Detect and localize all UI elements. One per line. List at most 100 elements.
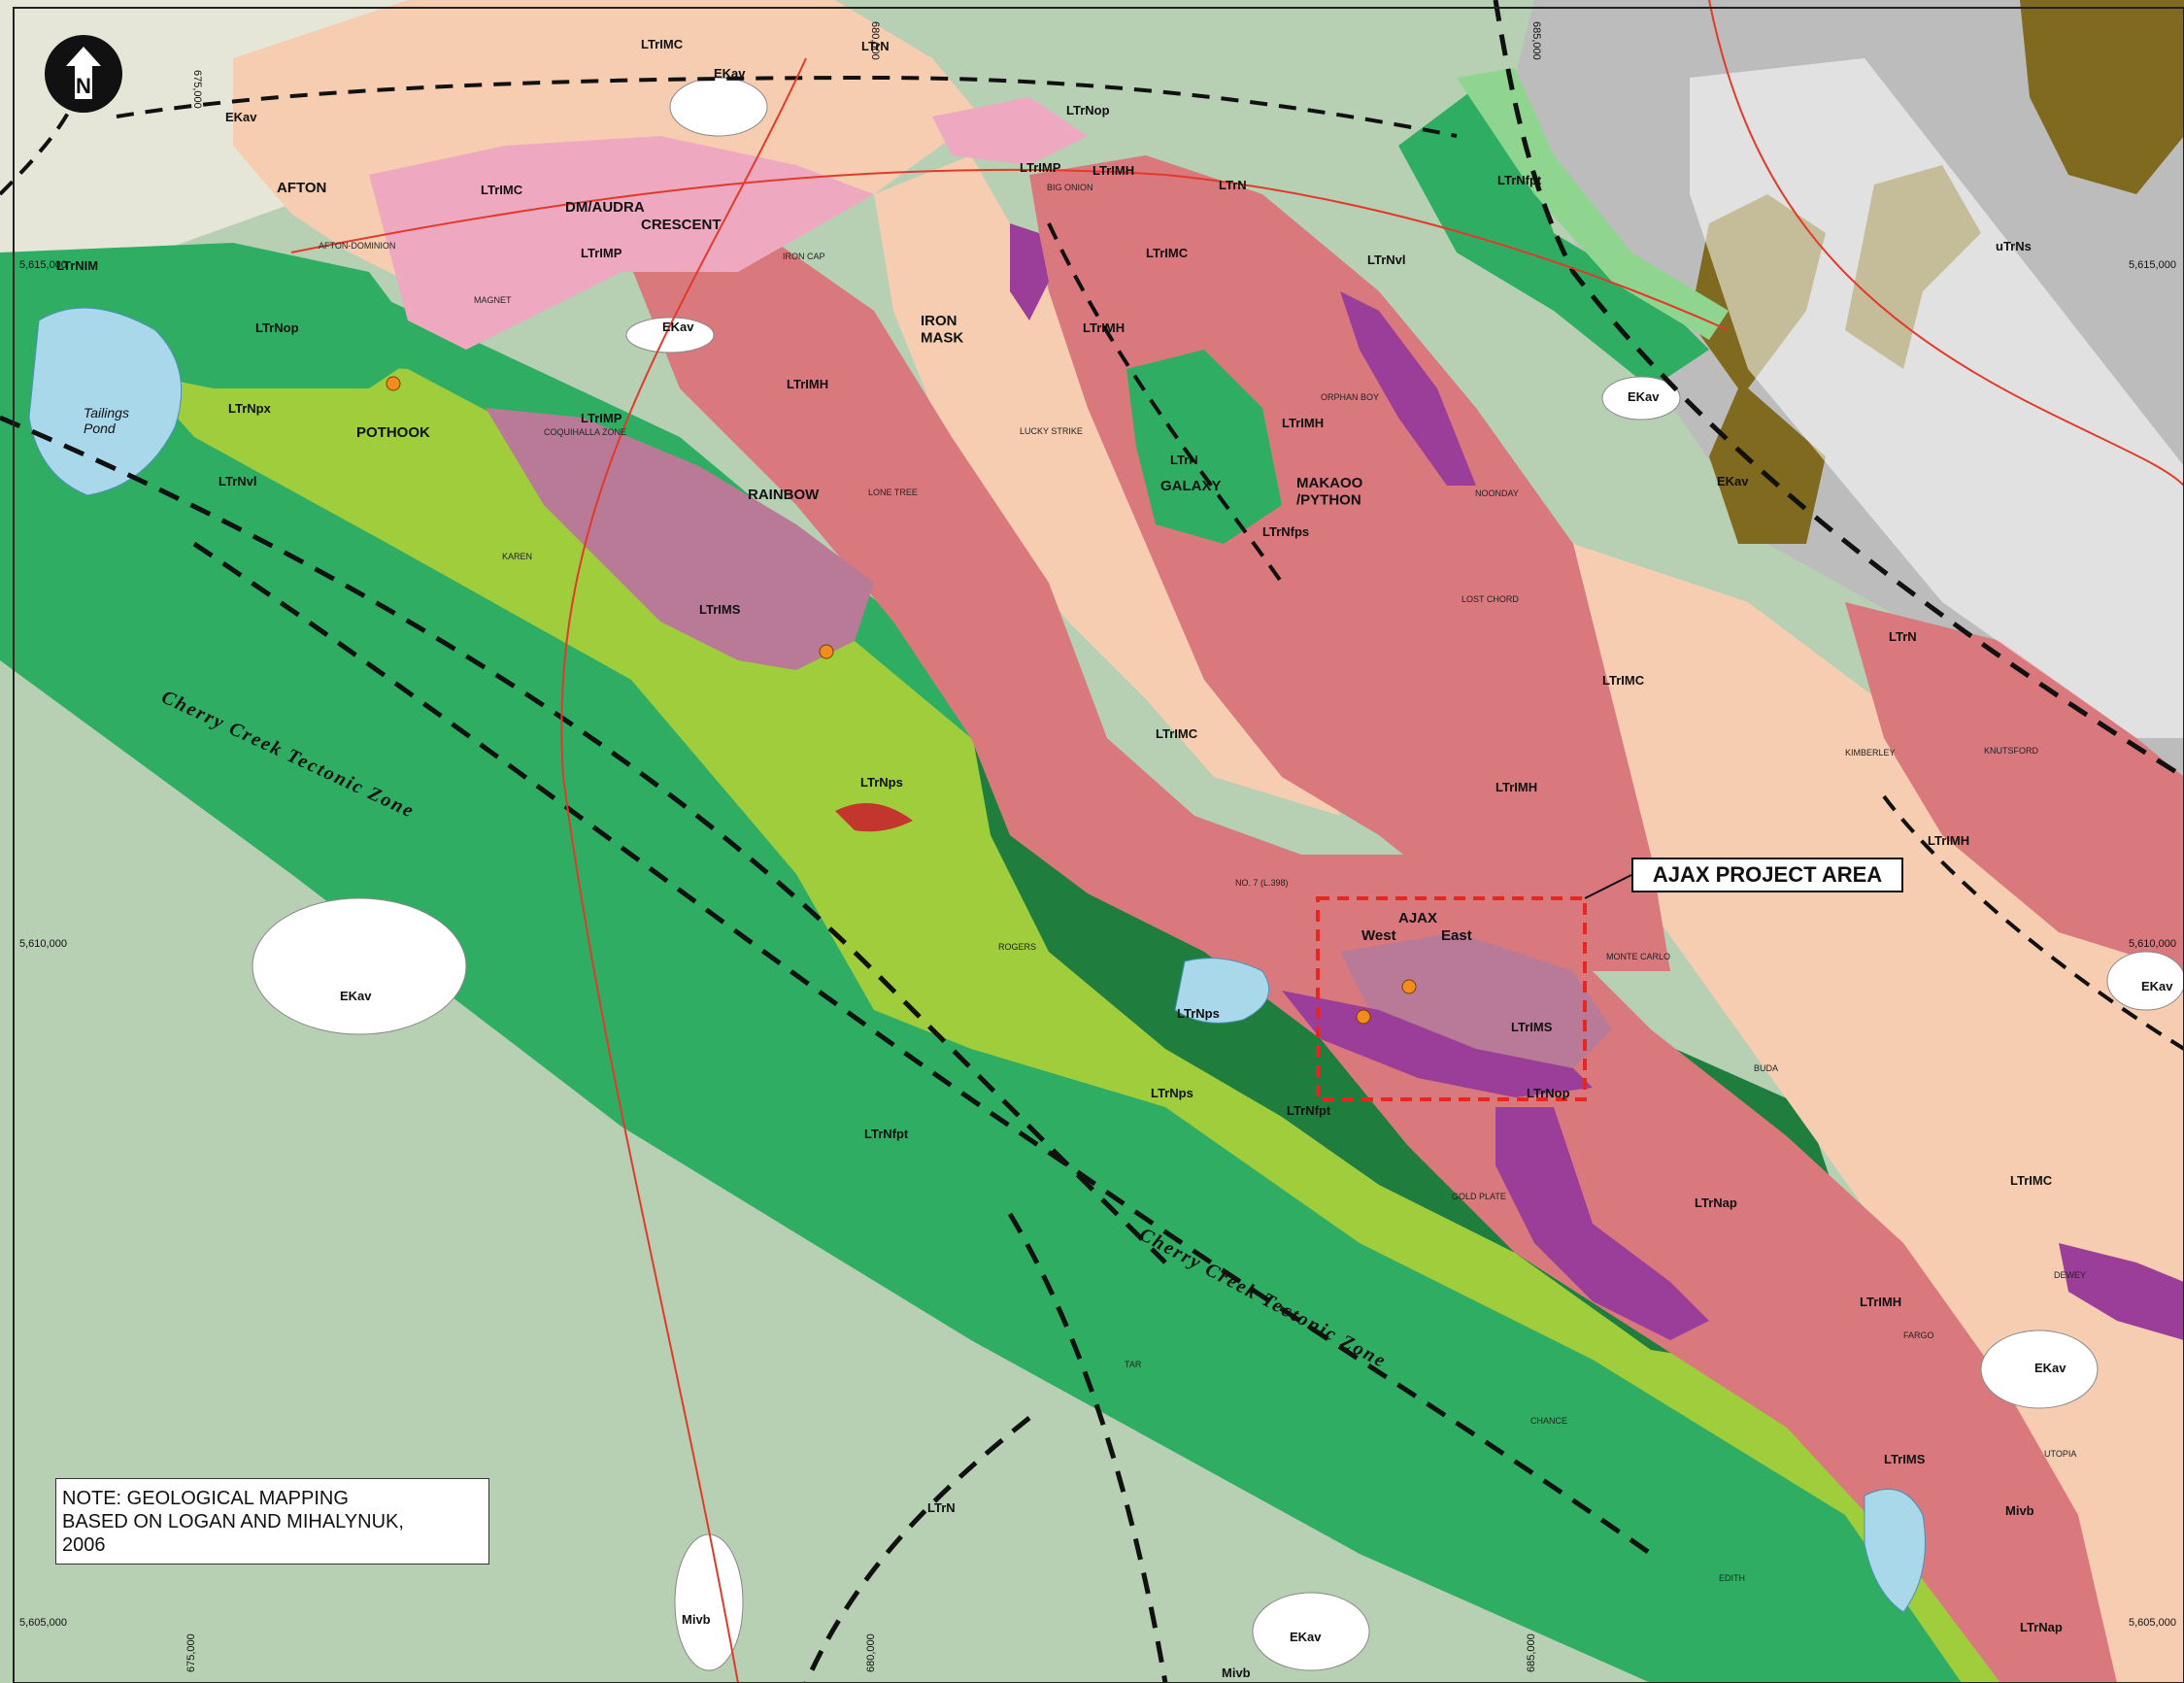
deposit-edith: EDITH	[1719, 1573, 1745, 1583]
unit-polygon-ltrnfpt	[1398, 87, 1709, 388]
deposit-magnet: MAGNET	[474, 295, 512, 305]
label-ltrimh: LTrIMH	[1083, 320, 1125, 335]
label-ekav: EKav	[2141, 979, 2173, 993]
label-ltrimc: LTrIMC	[1156, 726, 1198, 741]
deposit-coquihalla: COQUIHALLA ZONE	[544, 427, 626, 437]
north-label: N	[76, 74, 91, 98]
label-ltrimc: LTrIMC	[481, 183, 523, 197]
fault-line	[0, 38, 85, 196]
deposit-knutsford: KNUTSFORD	[1984, 746, 2039, 756]
tectonic-zone-boundary	[0, 415, 1167, 1264]
label-ltrn: LTrN	[1219, 178, 1247, 192]
unit-polygon-ltrims	[486, 408, 874, 670]
easting-label: 675,000	[191, 70, 203, 109]
deposit-lost-chord: LOST CHORD	[1462, 594, 1519, 604]
place-ajax: AJAX	[1398, 910, 1437, 926]
map-border	[13, 7, 2184, 1683]
label-ltrn: LTrN	[1889, 629, 1917, 644]
label-utrns: uTrNs	[1996, 239, 2032, 253]
ekav-outlier	[625, 317, 715, 353]
label-ltrnop: LTrNop	[1527, 1086, 1570, 1100]
label-ltrn: LTrN	[861, 39, 890, 53]
deposit-monte-carlo: MONTE CARLO	[1606, 952, 1670, 961]
label-ltrimh: LTrIMH	[787, 377, 828, 391]
place-crescent: CRESCENT	[641, 217, 722, 233]
label-ltrims: LTrIMS	[1511, 1020, 1553, 1034]
deposit-gold-plate: GOLD PLATE	[1452, 1192, 1506, 1201]
label-ltrimh: LTrIMH	[1928, 833, 1969, 848]
deposit-buda: BUDA	[1754, 1063, 1778, 1073]
label-ekav: EKav	[340, 989, 372, 1003]
label-ltrnop: LTrNop	[255, 320, 299, 335]
label-ltrnfps: LTrNfps	[1262, 524, 1309, 539]
label-ekav: EKav	[714, 66, 746, 81]
ekav-strip	[1690, 58, 2184, 738]
road	[1708, 0, 2184, 487]
label-ltrimh: LTrIMH	[1282, 416, 1324, 430]
label-mivb: Mivb	[2005, 1503, 2034, 1518]
place-afton: AFTON	[277, 180, 326, 196]
label-ekav: EKav	[1717, 474, 1749, 488]
easting-label: 680,000	[869, 21, 881, 60]
deposit-kimberley: KIMBERLEY	[1845, 748, 1896, 757]
unit-polygon-ltrimh	[1845, 602, 2184, 971]
easting-label: 680,000	[865, 1633, 877, 1672]
unit-polygon-ltrimp	[369, 136, 874, 350]
deposit-marker-icon	[819, 644, 834, 659]
fault-line	[1493, 0, 2184, 780]
ajax-project-callout: AJAX PROJECT AREA	[1631, 858, 1903, 892]
label-ltrnim: LTrNIM	[56, 258, 98, 273]
lake	[1174, 958, 1270, 1024]
unit-polygon-ltrnfpt	[1457, 68, 1729, 340]
label-ltrimp: LTrIMP	[581, 411, 622, 425]
label-ekav: EKav	[2034, 1361, 2066, 1375]
deposit-iron-cap: IRON CAP	[783, 252, 825, 261]
label-ltrimp: LTrIMP	[581, 246, 622, 260]
label-ltrimc: LTrIMC	[1146, 246, 1189, 260]
easting-label: 685,000	[1526, 1633, 1537, 1672]
northing-label: 5,605,000	[2129, 1617, 2176, 1629]
deposit-marker-icon	[1356, 1009, 1371, 1025]
deposit-dewey: DEWEY	[2054, 1270, 2086, 1280]
label-ltrnps: LTrNps	[1151, 1086, 1193, 1100]
place-dm-audra: DM/AUDRA	[565, 199, 645, 216]
subdivision-area	[2020, 0, 2184, 194]
northing-label: 5,615,000	[2129, 259, 2176, 271]
deposit-karen: KAREN	[502, 552, 532, 561]
label-ltrnvl: LTrNvl	[1367, 252, 1406, 267]
deposit-big-onion: BIG ONION	[1047, 183, 1093, 192]
unit-polygon-ltrnps	[117, 350, 2088, 1683]
deposit-tar: TAR	[1125, 1360, 1142, 1369]
deposit-lucky-strike: LUCKY STRIKE	[1020, 426, 1083, 436]
deposit-lone-tree: LONE TREE	[868, 488, 918, 497]
label-ltrims: LTrIMS	[1884, 1452, 1926, 1466]
deposit-fargo: FARGO	[1903, 1330, 1934, 1340]
deposit-orphan-boy: ORPHAN BOY	[1321, 392, 1379, 402]
place-rainbow: RAINBOW	[748, 487, 820, 503]
label-mivb: Mivb	[682, 1612, 711, 1627]
ekav-outlier	[669, 77, 768, 137]
label-ltrnop: LTrNop	[1066, 103, 1110, 118]
place-galaxy: GALAXY	[1160, 478, 1222, 494]
ekav-outlier	[1980, 1330, 2099, 1409]
place-makaoo: MAKAOO/PYTHON	[1296, 475, 1363, 508]
label-ltrimc: LTrIMC	[1602, 673, 1645, 688]
road	[290, 168, 1730, 331]
label-ltrnps: LTrNps	[860, 775, 903, 790]
unit-polygon-ltrnop	[1340, 291, 1476, 486]
place-pothook: POTHOOK	[356, 424, 430, 441]
place-ajax-west: West	[1361, 927, 1396, 944]
northing-label: 5,610,000	[19, 938, 67, 950]
easting-label: 675,000	[185, 1633, 197, 1672]
ekav-outlier	[2106, 951, 2184, 1011]
label-ltrimh: LTrIMH	[1860, 1295, 1901, 1309]
label-ltrnap: LTrNap	[2020, 1620, 2063, 1634]
unit-polygon-ltrnop	[1495, 1107, 1709, 1340]
red-lens	[835, 803, 913, 832]
north-arrow-glyph-icon: N	[66, 47, 101, 99]
label-ekav: EKav	[225, 110, 257, 124]
